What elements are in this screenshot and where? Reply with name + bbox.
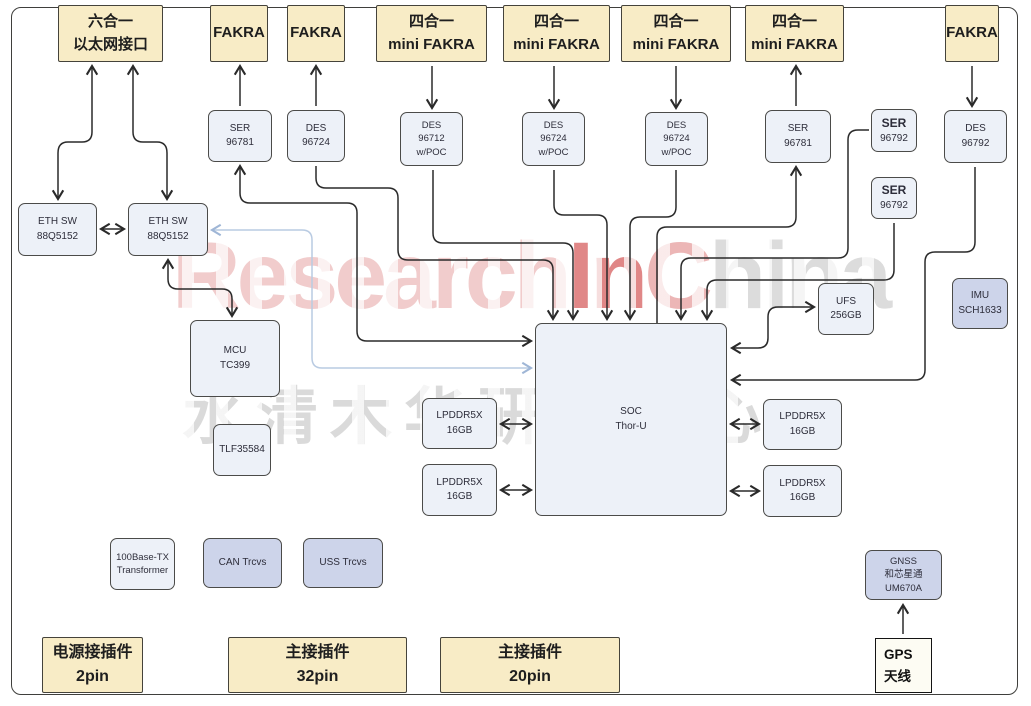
chip-lpddr5x-2-label-1: 16GB (446, 491, 473, 502)
wire-21 (729, 300, 817, 355)
chip-des96712-poc-label-2: w/POC (416, 146, 447, 158)
chip-lpddr5x-2-label-0: LPDDR5X (436, 476, 483, 488)
chip-transformer-label-1: Transformer (116, 565, 169, 576)
conn-minifakra-1: 四合一 mini FAKRA (376, 5, 487, 62)
chip-des96724-poc-1-label-2: w/POC (538, 146, 569, 158)
wire-3 (161, 257, 239, 319)
conn-minifakra-4: 四合一 mini FAKRA (745, 5, 844, 62)
chip-ethsw-left-label-1: 88Q5152 (36, 230, 79, 242)
chip-ser96781-right-label-0: SER (787, 123, 809, 134)
gps-antenna-label-0: GPS (884, 646, 913, 662)
chip-ser96781-right-label-1: 96781 (784, 137, 812, 149)
wire-10 (432, 170, 580, 322)
conn-power-2pin: 电源接插件 2pin (42, 637, 143, 693)
chip-gnss-label-1: 和芯星通 (884, 569, 923, 581)
conn-fakra-1-label-0: FAKRA (213, 24, 265, 42)
conn-minifakra-3: 四合一 mini FAKRA (621, 5, 731, 62)
wire-0 (51, 63, 99, 202)
conn-main-20pin-label-1: 20pin (509, 668, 551, 685)
chip-des96724-poc-2-label-1: 96724 (663, 133, 690, 145)
chip-ser96792-a-label-0: SER (881, 115, 907, 130)
conn-minifakra-3-label-1: mini FAKRA (632, 35, 720, 53)
chip-lpddr5x-4-label-1: 16GB (789, 492, 816, 503)
chip-ser96792-a: SER 96792 (871, 109, 917, 152)
chip-ethsw-left-label-0: ETH SW (38, 216, 77, 227)
gps-antenna-label-1: 天线 (884, 668, 911, 684)
wire-12 (553, 170, 614, 322)
chip-des96792: DES 96792 (944, 110, 1007, 163)
conn-minifakra-4-label-1: mini FAKRA (751, 35, 838, 53)
chip-uss-trcvs: USS Trcvs (303, 538, 383, 588)
wire-18 (700, 223, 895, 322)
conn-fakra-3: FAKRA (945, 5, 999, 62)
chip-uss-trcvs-label-0: USS Trcvs (319, 556, 367, 568)
conn-minifakra-2-label-1: mini FAKRA (513, 35, 600, 53)
conn-main-32pin-label-0: 主接插件 (285, 644, 350, 661)
conn-minifakra-3-label-0: 四合一 (653, 13, 699, 30)
conn-main-32pin-label-1: 32pin (296, 668, 339, 685)
wire-14 (623, 170, 677, 322)
conn-fakra-3-label-0: FAKRA (946, 24, 998, 42)
conn-minifakra-2: 四合一 mini FAKRA (503, 5, 610, 62)
chip-des96724-label-0: DES (305, 122, 327, 134)
wire-1 (126, 63, 174, 202)
chip-des96712-poc-label-1: 96712 (418, 133, 445, 145)
chip-lpddr5x-4-label-0: LPDDR5X (779, 477, 826, 489)
chip-des96724-poc-2-label-0: DES (666, 120, 687, 132)
chip-ser96781-left-label-1: 96781 (226, 137, 254, 148)
conn-main-32pin: 主接插件 32pin (228, 637, 407, 693)
wire-5 (233, 163, 534, 348)
chip-des96724: DES 96724 (287, 110, 345, 162)
conn-power-2pin-label-1: 2pin (76, 668, 109, 685)
chip-gnss-label-2: UM670A (885, 582, 922, 594)
chip-ethsw-left: ETH SW 88Q5152 (18, 203, 97, 256)
chip-des96712-poc-label-0: DES (421, 120, 442, 132)
chip-ser96781-right: SER 96781 (765, 110, 831, 163)
chip-transformer-label-0: 100Base-TX (116, 551, 169, 563)
wire-20 (729, 167, 976, 387)
chip-des96724-label-1: 96724 (302, 137, 330, 148)
chip-transformer: 100Base-TX Transformer (110, 538, 175, 590)
conn-main-20pin-label-0: 主接插件 (497, 644, 562, 661)
conn-eth-6in1: 六合一以太网接口 (58, 5, 163, 62)
chip-lpddr5x-4: LPDDR5X 16GB (763, 465, 842, 517)
conn-main-20pin: 主接插件 20pin (440, 637, 620, 693)
chip-des96792-label-1: 96792 (961, 137, 990, 149)
wire-15 (656, 164, 803, 323)
conn-minifakra-1-label-1: mini FAKRA (388, 35, 475, 53)
chip-can-trcvs-label-0: CAN Trcvs (218, 556, 267, 568)
chip-lpddr5x-2: LPDDR5X 16GB (422, 464, 497, 516)
conn-minifakra-4-label-0: 四合一 (771, 13, 817, 30)
wire-4 (209, 223, 534, 375)
chip-ser96792-a-label-1: 96792 (880, 132, 908, 144)
conn-minifakra-1-label-0: 四合一 (408, 13, 454, 30)
chip-ser96781-left: SER 96781 (208, 110, 272, 162)
conn-eth-6in1-label-0: 六合一 (87, 13, 133, 30)
conn-eth-6in1-label-1: 以太网接口 (72, 35, 148, 53)
conn-fakra-1: FAKRA (210, 5, 268, 62)
gps-antenna: GPS 天线 (875, 638, 932, 693)
conn-power-2pin-label-0: 电源接插件 (52, 644, 133, 661)
chip-des96792-label-0: DES (965, 123, 986, 134)
chip-ser96781-left-label-0: SER (229, 122, 251, 134)
chip-gnss-label-0: GNSS (890, 556, 917, 568)
chip-des96724-poc-1-label-0: DES (543, 120, 564, 132)
chip-can-trcvs: CAN Trcvs (203, 538, 282, 588)
conn-fakra-2: FAKRA (287, 5, 345, 62)
chip-des96724-poc-2-label-2: w/POC (661, 146, 692, 158)
wire-17 (674, 129, 869, 322)
chip-des96724-poc-1-label-1: 96724 (540, 133, 567, 145)
conn-fakra-2-label-0: FAKRA (290, 24, 342, 42)
conn-minifakra-2-label-0: 四合一 (533, 13, 579, 30)
chip-ser96792-b-label-0: SER (881, 183, 907, 198)
